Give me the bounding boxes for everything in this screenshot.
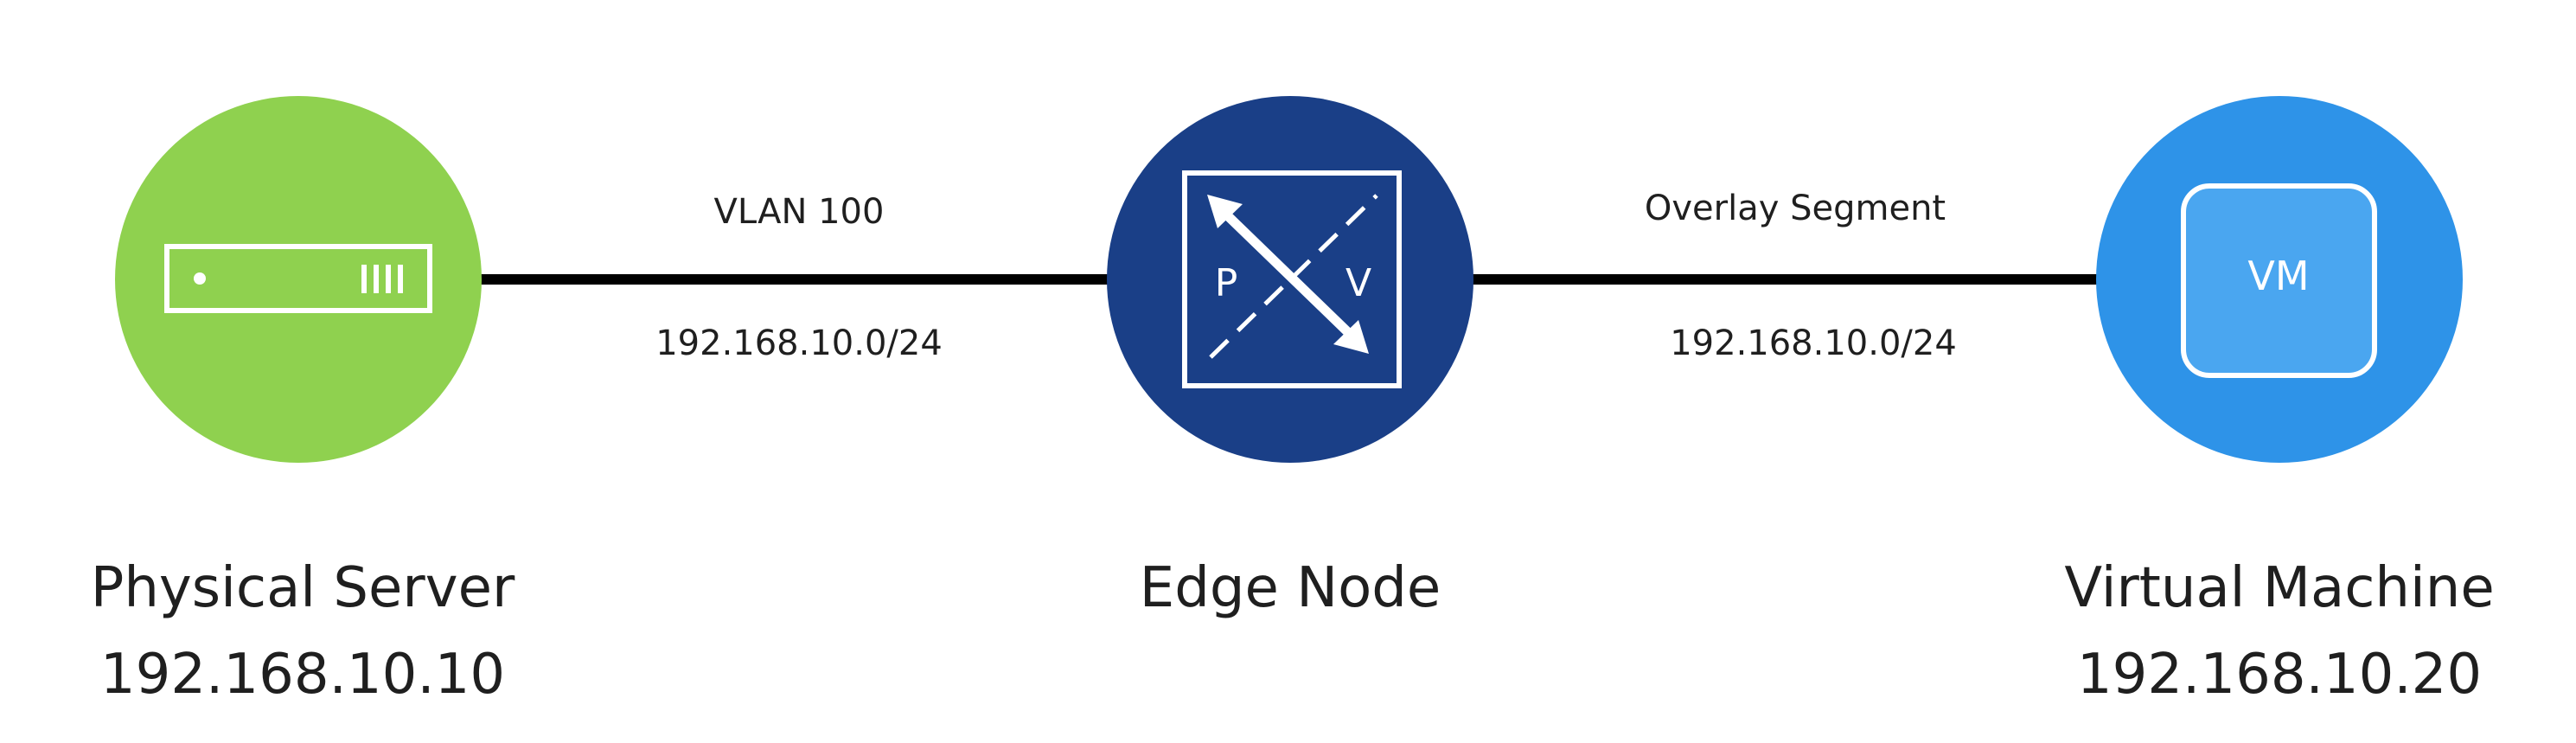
edge-node-label: Edge Node bbox=[988, 545, 1593, 631]
edge-icon-letter-v: V bbox=[1346, 261, 1371, 305]
physical-server-ip: 192.168.10.10 bbox=[99, 643, 506, 707]
physical-server-name: Physical Server bbox=[90, 556, 515, 620]
left-link-subnet: 192.168.10.0/24 bbox=[655, 323, 943, 363]
edge-node-name: Edge Node bbox=[1139, 556, 1441, 620]
physical-server-node bbox=[115, 96, 482, 463]
edge-icon-letter-p: P bbox=[1215, 261, 1238, 305]
left-link-name: VLAN 100 bbox=[713, 192, 885, 232]
right-link-subnet: 192.168.10.0/24 bbox=[1670, 323, 1957, 363]
virtual-machine-name: Virtual Machine bbox=[2064, 556, 2495, 620]
edge-node: P V bbox=[1107, 96, 1473, 463]
vm-icon-label: VM bbox=[2247, 253, 2309, 299]
virtual-machine-ip: 192.168.10.20 bbox=[2076, 643, 2483, 707]
edge-node-icon: P V bbox=[1182, 170, 1402, 388]
server-icon bbox=[164, 244, 432, 313]
virtual-machine-node: VM bbox=[2096, 96, 2463, 463]
virtual-machine-label: Virtual Machine 192.168.10.20 bbox=[1977, 545, 2576, 718]
vm-icon: VM bbox=[2181, 183, 2377, 378]
right-link-name: Overlay Segment bbox=[1644, 189, 1946, 228]
physical-server-label: Physical Server 192.168.10.10 bbox=[0, 545, 605, 718]
